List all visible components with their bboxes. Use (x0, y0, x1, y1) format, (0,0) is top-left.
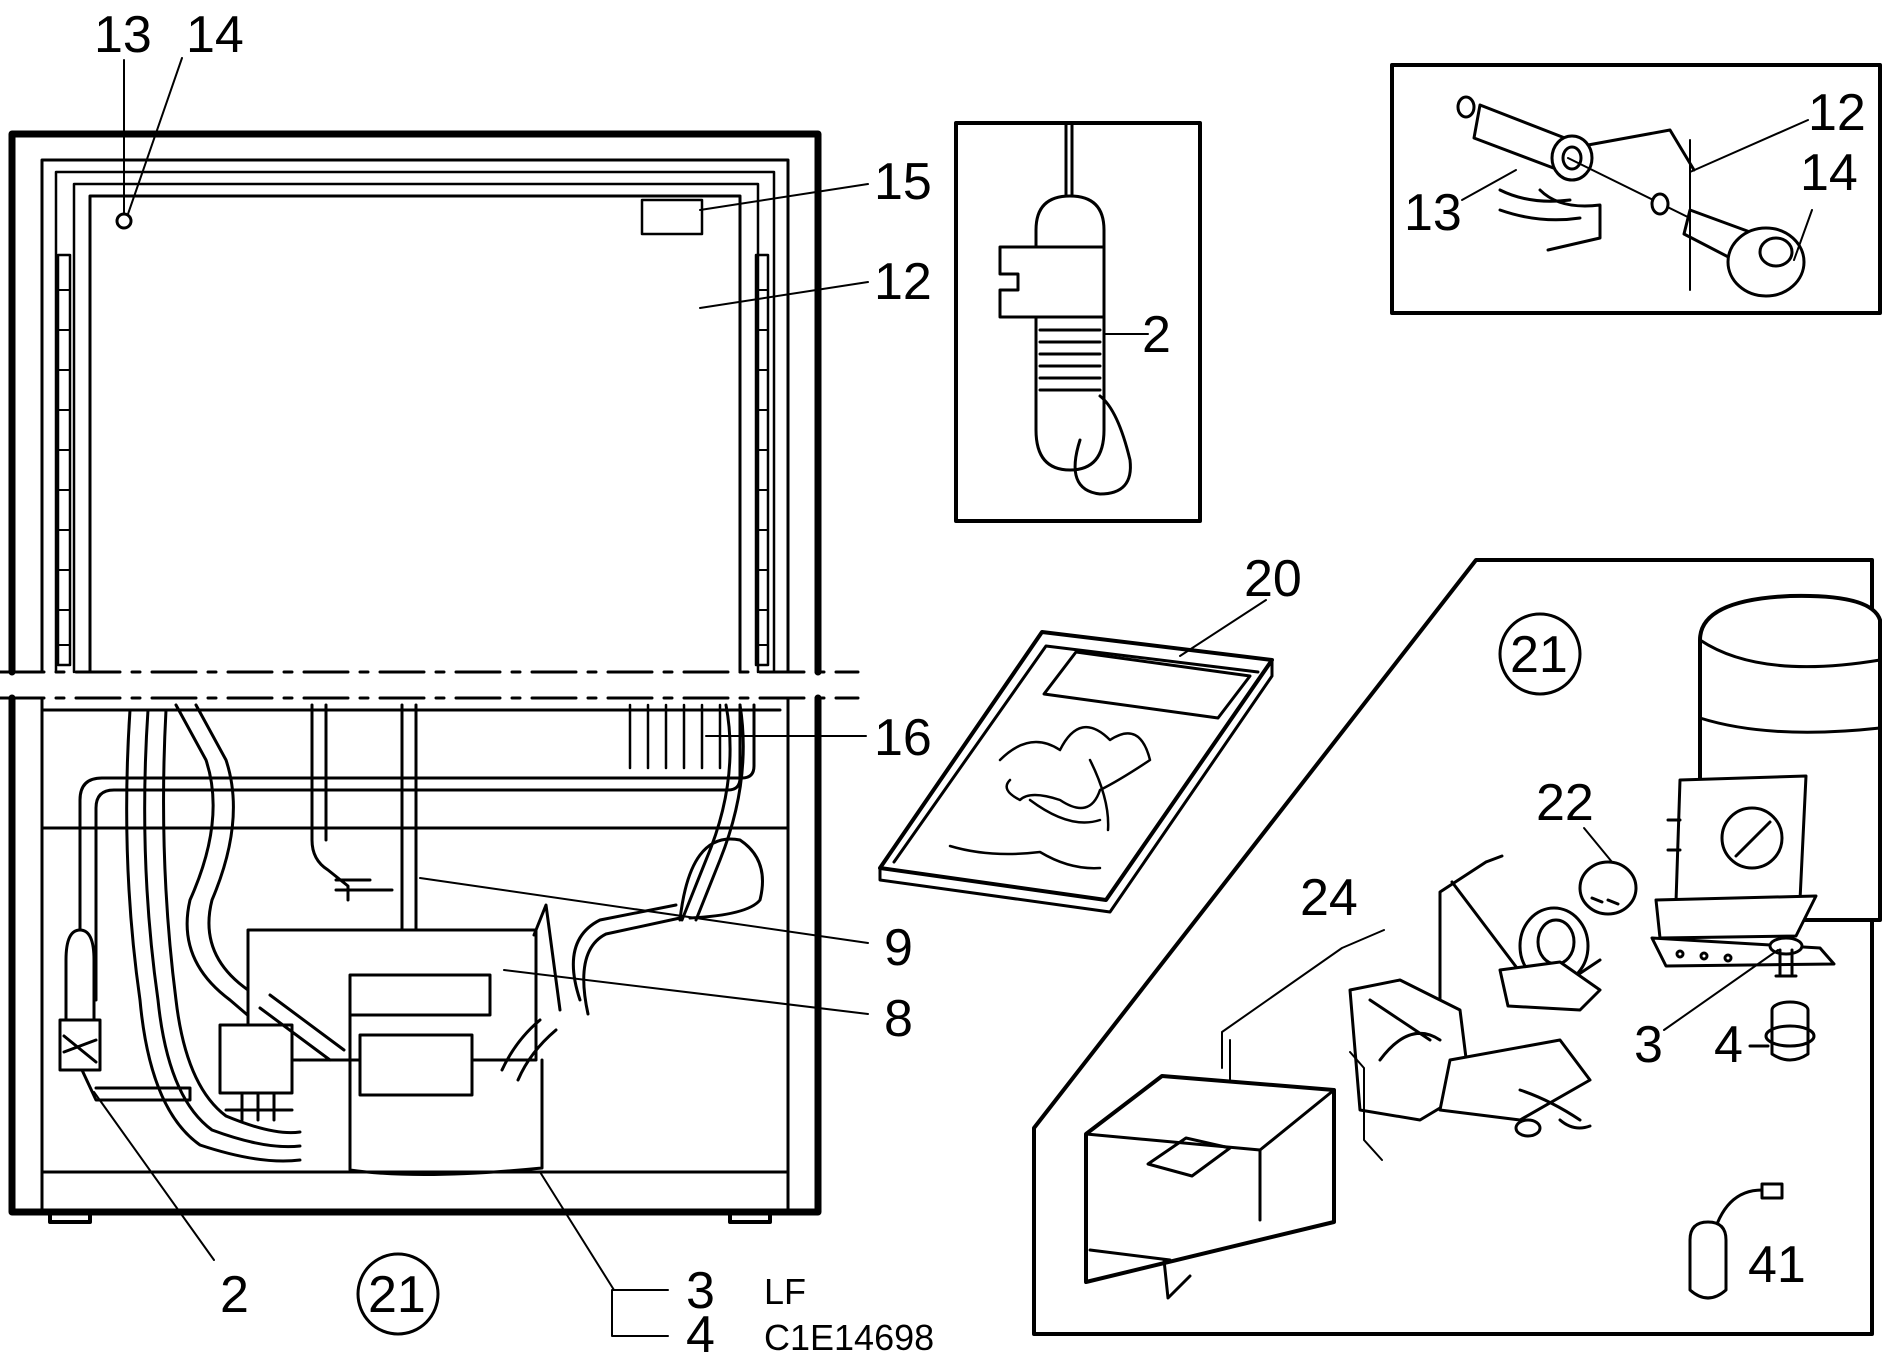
relay-cover (1084, 1074, 1336, 1300)
callout-13: 13 (94, 6, 152, 64)
drawing-code: C1E14698 (764, 1317, 934, 1358)
rubber-grommet (1764, 1000, 1816, 1062)
callout-14: 14 (186, 6, 244, 64)
callout-inset-13: 13 (1404, 184, 1462, 242)
mounting-screw (1663, 936, 1804, 1031)
leader-lines-main (93, 57, 869, 1337)
start-relay (1578, 827, 1638, 916)
callout-labels: 13 14 15 12 16 9 8 2 21 3 4 LF C1E14698 … (94, 6, 1866, 1358)
callout-41: 41 (1748, 1236, 1806, 1294)
callout-inset-12: 12 (1808, 84, 1866, 142)
thermostat-assembly (1348, 854, 1602, 1161)
callout-12: 12 (874, 253, 932, 311)
callout-9: 9 (884, 919, 913, 977)
assembly-21-circle (1498, 612, 1582, 696)
compressor-assembly-panel (1032, 558, 1882, 1336)
side-vent-slats-right (754, 253, 770, 667)
cabinet-rear-view (0, 57, 869, 1337)
compressor-dome (1650, 593, 1882, 968)
callout-20: 20 (1244, 550, 1302, 608)
lamp-inset (1390, 63, 1882, 315)
callout-inset-14: 14 (1800, 144, 1858, 202)
relay-box (218, 1023, 294, 1095)
callout-probe-2: 2 (1142, 306, 1171, 364)
variant-label: LF (764, 1271, 806, 1312)
callout-comp-4: 4 (1714, 1016, 1743, 1074)
condenser-tubes (78, 703, 756, 1163)
assembly-21-circle (356, 1252, 440, 1336)
drain-plug-hole (115, 212, 133, 230)
callout-8: 8 (884, 990, 913, 1048)
side-vent-slats-left (56, 253, 72, 667)
panel-20 (878, 599, 1274, 914)
callout-comp-21: 21 (1510, 626, 1568, 684)
probe-inset (954, 121, 1202, 523)
callout-16: 16 (874, 709, 932, 767)
callout-comp-3: 3 (1634, 1016, 1663, 1074)
callout-2: 2 (220, 1266, 249, 1324)
callout-4: 4 (686, 1306, 715, 1358)
callout-3: 3 (686, 1262, 715, 1320)
callout-21: 21 (368, 1266, 426, 1324)
thermostat-probe-mount (58, 928, 192, 1102)
capillary-coil (628, 703, 764, 922)
overload-protector (1688, 1182, 1784, 1300)
compressor-cover (246, 903, 562, 1177)
callout-22: 22 (1536, 774, 1594, 832)
callout-15: 15 (874, 153, 932, 211)
rating-plate (640, 198, 704, 236)
callout-24: 24 (1300, 869, 1358, 927)
